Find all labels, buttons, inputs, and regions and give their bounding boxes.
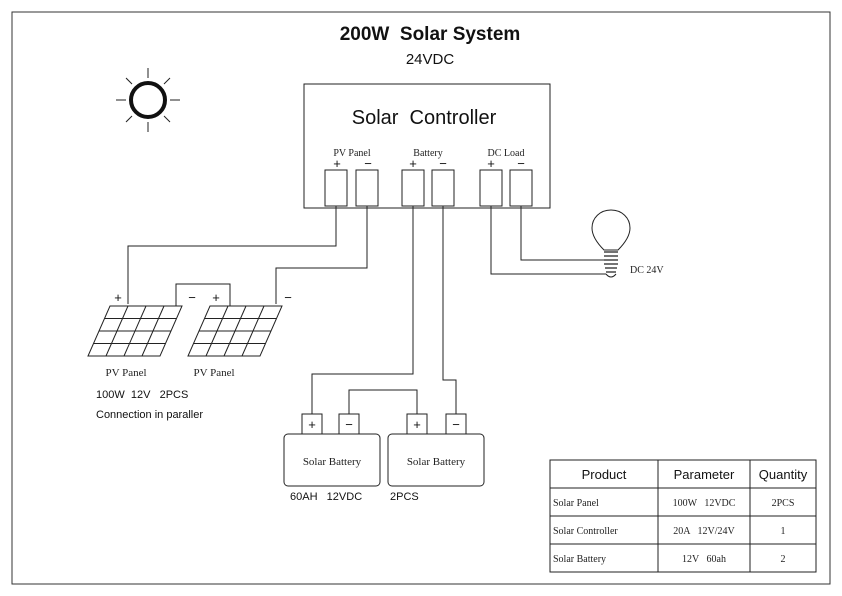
battery1-label: Solar Battery bbox=[303, 456, 362, 468]
table-cell-quantity: 2PCS bbox=[772, 498, 795, 509]
controller-title: Solar Controller bbox=[352, 107, 497, 129]
wiring bbox=[127, 206, 606, 414]
panel2-plus-sign: + bbox=[212, 290, 220, 305]
battery2-body bbox=[387, 433, 485, 487]
load-voltage-label: DC 24V bbox=[630, 265, 664, 276]
diagram-subtitle: 24VDC bbox=[406, 51, 455, 68]
pv-minus-terminal bbox=[355, 169, 379, 207]
table-cell-product: Solar Panel bbox=[553, 498, 599, 509]
table-cell-parameter: 100W 12VDC bbox=[673, 498, 736, 509]
controller-load-label: DC Load bbox=[488, 148, 525, 159]
pv-panels: + − + − PV Panel PV Panel 100W 12V 2PCS … bbox=[87, 290, 292, 421]
table-cell-product: Solar Battery bbox=[553, 554, 606, 565]
parameter-table: Product Parameter Quantity Solar Panel 1… bbox=[549, 459, 817, 573]
solar-controller: Solar Controller PV Panel Battery DC Loa… bbox=[303, 83, 551, 209]
battery2-label: Solar Battery bbox=[407, 456, 466, 468]
load-plus-terminal bbox=[479, 169, 503, 207]
pv-minus-sign: − bbox=[364, 156, 372, 171]
wire-battery-jumper bbox=[348, 389, 418, 414]
light-bulb-icon bbox=[591, 209, 631, 278]
panel1-minus-sign: − bbox=[188, 290, 196, 305]
diagram-frame bbox=[11, 11, 831, 585]
load-plus-sign: + bbox=[487, 156, 495, 171]
wire-load-minus bbox=[520, 206, 606, 261]
wire-panel-jumper bbox=[175, 283, 231, 306]
battery1-plus-sign: + bbox=[308, 417, 316, 432]
pv-panel-2 bbox=[187, 305, 283, 357]
panel2-minus-sign: − bbox=[284, 290, 292, 305]
table-cell-parameter: 12V 60ah bbox=[682, 554, 726, 565]
panel-spec: 100W 12V 2PCS bbox=[96, 389, 188, 401]
table-header-product: Product bbox=[582, 467, 627, 482]
battery-plus-terminal bbox=[401, 169, 425, 207]
pv-panel-1 bbox=[87, 305, 183, 357]
battery1-body bbox=[283, 433, 381, 487]
sun-icon bbox=[116, 68, 180, 132]
panel1-plus-sign: + bbox=[114, 290, 122, 305]
battery2-plus-sign: + bbox=[413, 417, 421, 432]
pv-plus-sign: + bbox=[333, 156, 341, 171]
table-header-parameter: Parameter bbox=[674, 467, 735, 482]
batteries: + − + − Solar Battery Solar Battery 60AH… bbox=[283, 413, 485, 503]
table-cell-quantity: 1 bbox=[781, 526, 786, 537]
table-cell-product: Solar Controller bbox=[553, 526, 618, 537]
panel1-label: PV Panel bbox=[105, 367, 146, 379]
pv-plus-terminal bbox=[324, 169, 348, 207]
battery-minus-terminal bbox=[431, 169, 455, 207]
table-cell-quantity: 2 bbox=[781, 554, 786, 565]
battery-spec: 60AH 12VDC bbox=[290, 491, 362, 503]
battery-minus-sign: − bbox=[439, 156, 447, 171]
wire-battery-minus bbox=[442, 206, 457, 414]
table-header-quantity: Quantity bbox=[759, 467, 808, 482]
load-minus-sign: − bbox=[517, 156, 525, 171]
panel-connection-note: Connection in paraller bbox=[96, 409, 203, 421]
wire-load-plus bbox=[490, 206, 606, 275]
wire-pv-minus bbox=[275, 206, 368, 304]
diagram-title: 200W Solar System bbox=[340, 24, 521, 45]
battery-plus-sign: + bbox=[409, 156, 417, 171]
controller-battery-label: Battery bbox=[413, 148, 442, 159]
table-cell-parameter: 20A 12V/24V bbox=[673, 526, 735, 537]
battery1-minus-sign: − bbox=[345, 417, 353, 432]
panel2-label: PV Panel bbox=[193, 367, 234, 379]
battery-quantity: 2PCS bbox=[390, 491, 419, 503]
battery2-minus-sign: − bbox=[452, 417, 460, 432]
load-minus-terminal bbox=[509, 169, 533, 207]
wire-battery-plus bbox=[311, 206, 414, 414]
wire-pv-plus bbox=[127, 206, 337, 304]
controller-pv-label: PV Panel bbox=[333, 148, 371, 159]
